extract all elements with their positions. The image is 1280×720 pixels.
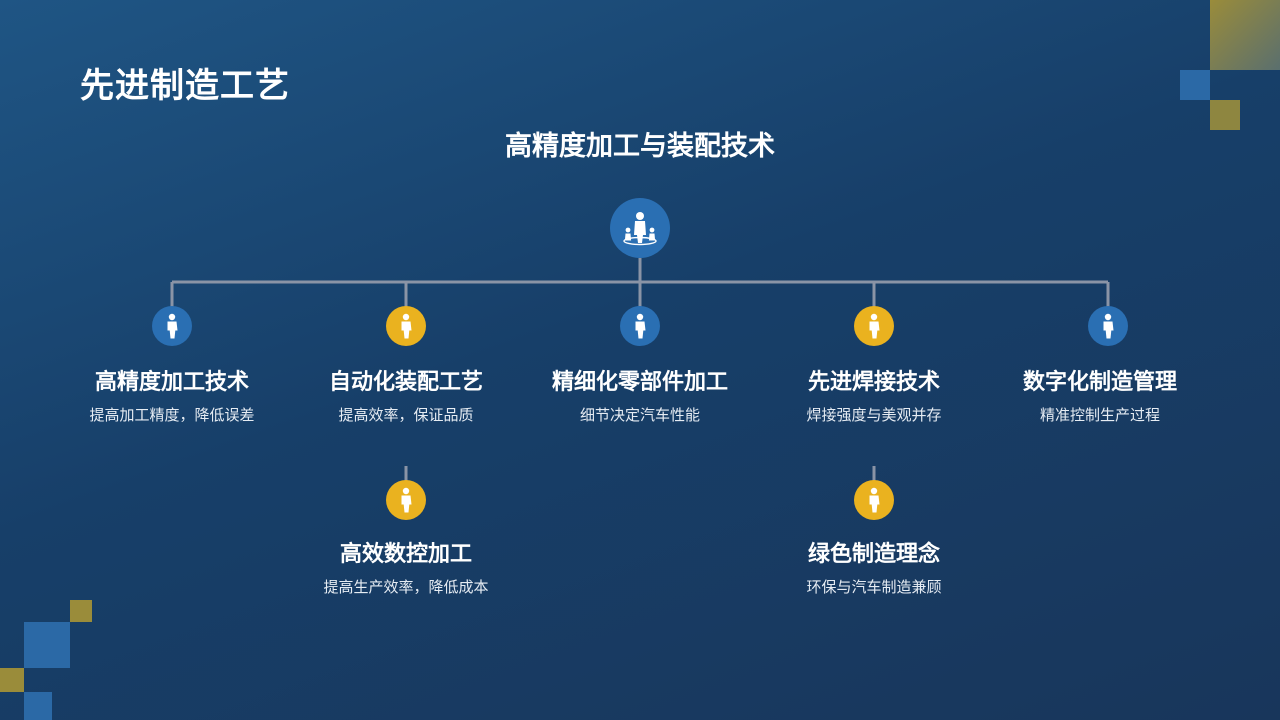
- node-title-4: 先进焊接技术: [807, 370, 940, 395]
- person-icon: [401, 487, 412, 513]
- corner-decoration-top-right: [1210, 0, 1280, 70]
- page-title: 先进制造工艺: [80, 66, 290, 106]
- node-icon-2: [386, 306, 426, 346]
- person-icon: [401, 313, 412, 339]
- root-node-icon: [610, 198, 670, 258]
- node-title-2-1: 高效数控加工: [339, 542, 472, 567]
- node-subtitle-2: 提高效率，保证品质: [338, 406, 474, 424]
- person-icon: [167, 313, 178, 339]
- node-title-5: 数字化制造管理: [1022, 370, 1177, 395]
- node-icon-5: [1088, 306, 1128, 346]
- team-leader-icon: [623, 212, 657, 246]
- node-subtitle-3: 细节决定汽车性能: [579, 406, 700, 424]
- person-icon: [635, 313, 646, 339]
- node-icon-2-1: [386, 480, 426, 520]
- node-title-2: 自动化装配工艺: [328, 370, 483, 395]
- root-node-title: 高精度加工与装配技术: [505, 131, 775, 162]
- node-subtitle-5: 精准控制生产过程: [1039, 406, 1160, 424]
- corner-decoration-square: [1180, 70, 1210, 100]
- node-subtitle-4-1: 环保与汽车制造兼顾: [806, 578, 942, 596]
- person-icon: [869, 487, 880, 513]
- node-title-4-1: 绿色制造理念: [807, 542, 940, 567]
- corner-decoration-square: [0, 668, 24, 692]
- corner-decoration-square: [1210, 100, 1240, 130]
- node-icon-3: [620, 306, 660, 346]
- node-icon-4-1: [854, 480, 894, 520]
- node-subtitle-1: 提高加工精度，降低误差: [89, 406, 255, 424]
- corner-decoration-bottom-left: [24, 622, 70, 668]
- corner-decoration-square: [70, 600, 92, 622]
- person-icon: [869, 313, 880, 339]
- corner-decoration-square: [24, 692, 52, 720]
- node-title-3: 精细化零部件加工: [551, 370, 728, 395]
- node-subtitle-2-1: 提高生产效率，降低成本: [323, 578, 489, 596]
- node-icon-1: [152, 306, 192, 346]
- person-icon: [1103, 313, 1114, 339]
- node-title-1: 高精度加工技术: [94, 370, 249, 395]
- node-subtitle-4: 焊接强度与美观并存: [806, 406, 942, 424]
- node-icon-4: [854, 306, 894, 346]
